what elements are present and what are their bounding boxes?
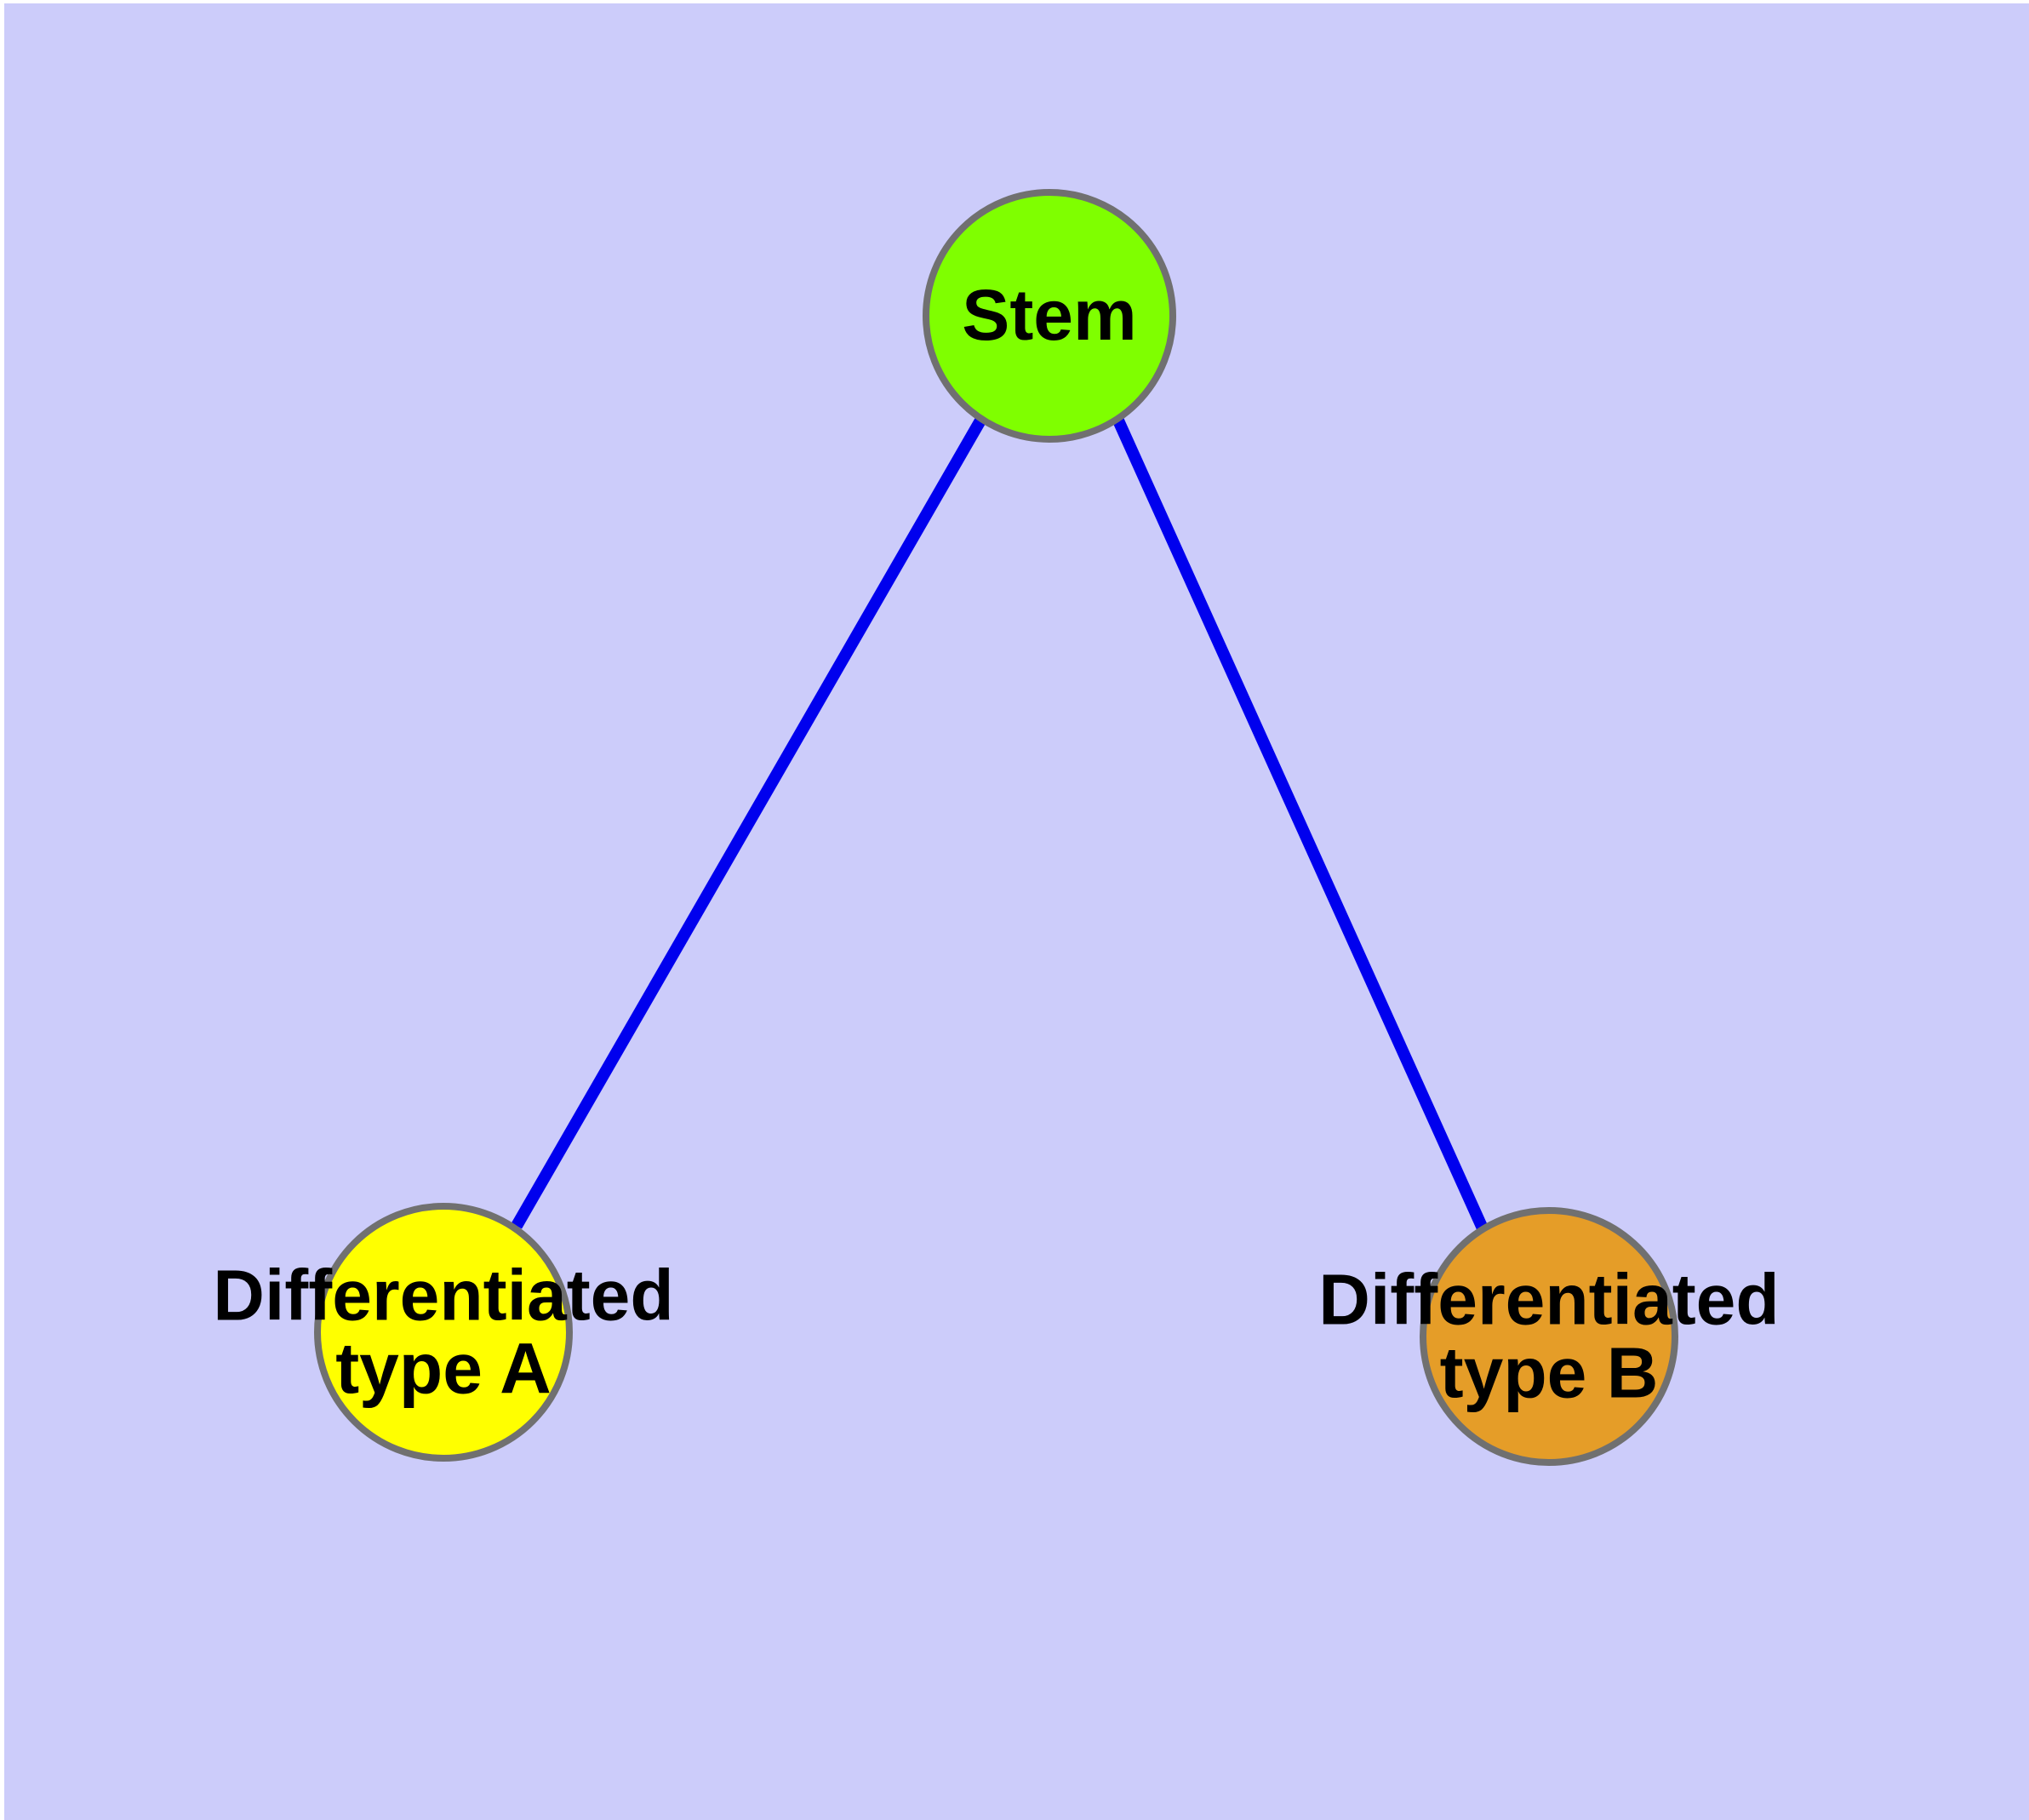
node-layer <box>314 189 1678 1466</box>
edge-stem-to-diff-b <box>1112 418 1489 1231</box>
node-circle-diff-b[interactable] <box>1420 1207 1678 1466</box>
node-circle-diff-a[interactable] <box>314 1203 573 1462</box>
edge-stem-to-diff-a <box>511 417 986 1229</box>
edge-layer <box>511 417 1489 1231</box>
node-circle-stem[interactable] <box>923 189 1176 443</box>
